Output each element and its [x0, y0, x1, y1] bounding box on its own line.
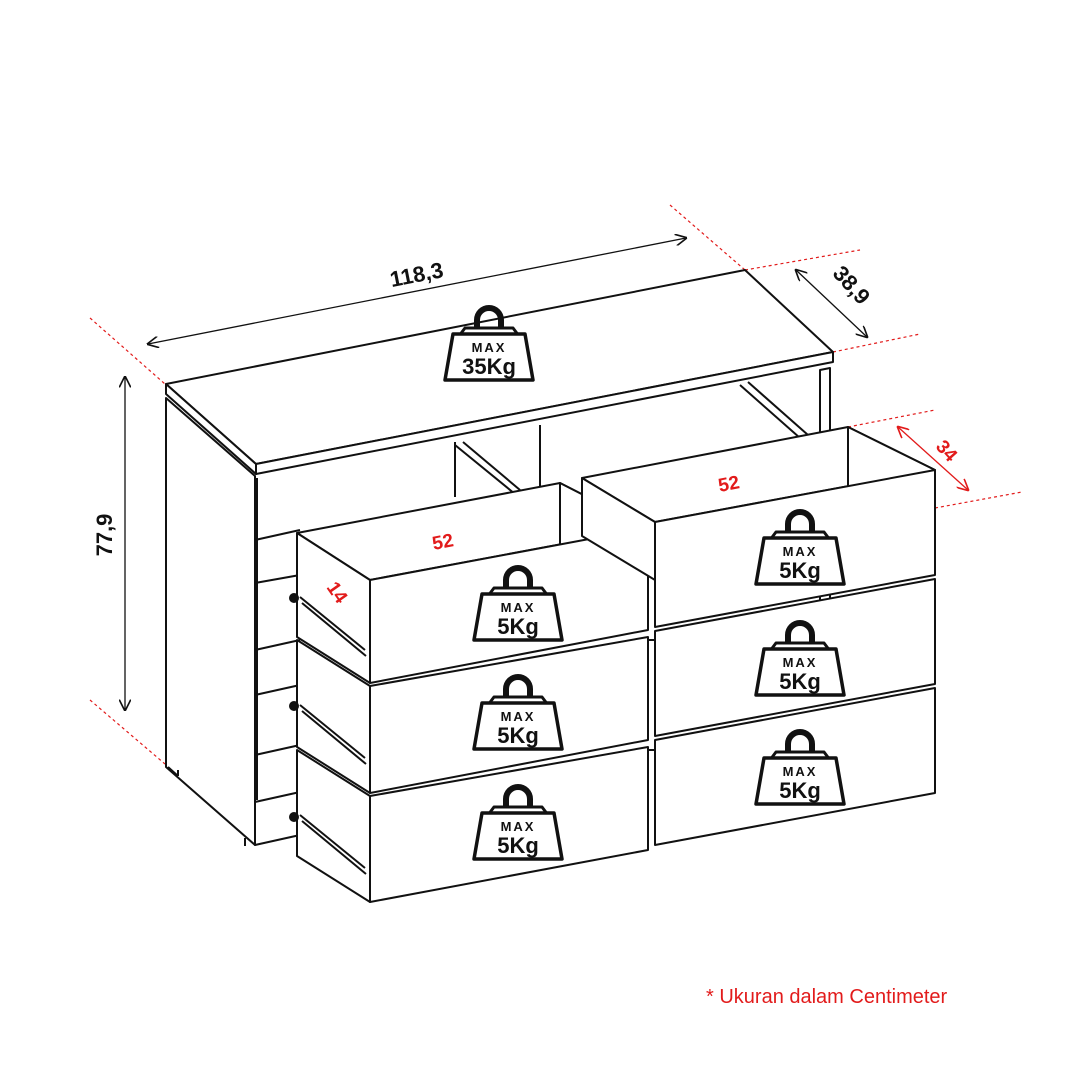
weight-value-label: 5Kg	[779, 669, 821, 694]
weight-value-label: 5Kg	[779, 778, 821, 803]
weight-value-label: 35Kg	[462, 354, 516, 379]
depth-label: 38,9	[828, 261, 875, 310]
drawer-width-left-label: 52	[431, 530, 456, 555]
height-label: 77,9	[92, 514, 117, 557]
weight-max-label: MAX	[472, 340, 507, 355]
weight-value-label: 5Kg	[779, 558, 821, 583]
weight-body-icon	[754, 536, 846, 586]
drawer-width-right-label: 52	[717, 472, 742, 497]
weight-value-label: 5Kg	[497, 614, 539, 639]
weight-handle-icon	[503, 674, 533, 702]
weight-value-label: 5Kg	[497, 833, 539, 858]
depth-dimension-line	[796, 270, 867, 337]
weight-max-label: MAX	[501, 600, 536, 615]
weight-body-icon	[472, 811, 564, 861]
top-panel-side	[165, 383, 257, 475]
weight-body-icon	[754, 647, 846, 697]
dimension-lines	[125, 238, 867, 710]
weight-handle-icon	[503, 784, 533, 812]
extension-lines	[89, 204, 1023, 765]
weight-body-icon	[472, 592, 564, 642]
weight-handle-icon	[474, 305, 504, 333]
weight-handle-icon	[785, 509, 815, 537]
weight-handle-icon	[785, 620, 815, 648]
weight-handle-icon	[503, 565, 533, 593]
left-side-panel	[165, 397, 256, 846]
drawer-depth-label: 34	[931, 436, 961, 466]
weight-max-label: MAX	[501, 819, 536, 834]
weight-max-label: MAX	[783, 655, 818, 670]
weight-handle-icon	[785, 729, 815, 757]
weight-body-icon	[443, 332, 535, 382]
weight-body-icon	[472, 701, 564, 751]
weight-max-label: MAX	[501, 709, 536, 724]
weight-value-label: 5Kg	[497, 723, 539, 748]
units-footnote: * Ukuran dalam Centimeter	[706, 986, 948, 1008]
weight-max-label: MAX	[783, 544, 818, 559]
width-dimension-line	[148, 238, 686, 344]
weight-max-label: MAX	[783, 764, 818, 779]
weight-icons: MAX35KgMAX5KgMAX5KgMAX5KgMAX5KgMAX5KgMAX…	[443, 305, 846, 861]
weight-body-icon	[754, 756, 846, 806]
